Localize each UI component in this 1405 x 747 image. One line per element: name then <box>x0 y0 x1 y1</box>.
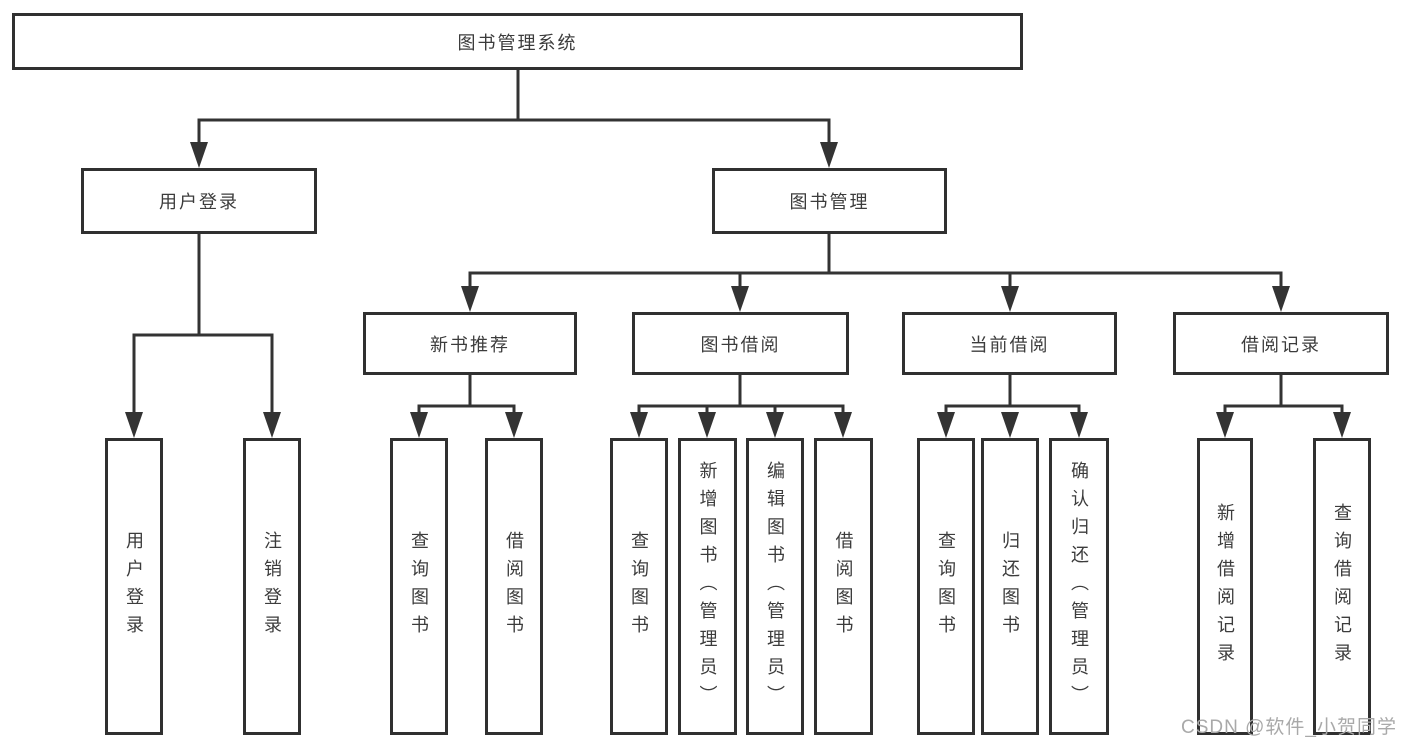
node-library-system: 图书管理系统 <box>12 13 1023 70</box>
node-label: 借阅图书 <box>504 530 524 643</box>
node-label: 图书管理系统 <box>457 32 578 53</box>
connector-root-to-level1 <box>197 68 831 150</box>
node-label: 归还图书 <box>1000 530 1020 643</box>
node-label: 借阅图书 <box>833 530 854 643</box>
leaf-add-borrow-record: 新增借阅记录 <box>1197 438 1253 735</box>
leaf-query-books-1: 查询图书 <box>390 438 448 735</box>
leaf-confirm-return-admin: 确认归还（管理员） <box>1049 438 1109 735</box>
arrowheads <box>125 142 1351 438</box>
node-label: 用户登录 <box>124 530 144 643</box>
node-current-borrowing: 当前借阅 <box>902 312 1117 375</box>
node-label: 查询图书 <box>629 530 649 643</box>
node-label: 当前借阅 <box>969 334 1050 355</box>
leaf-logout: 注销登录 <box>243 438 301 735</box>
leaf-query-books-2: 查询图书 <box>610 438 668 735</box>
leaf-query-books-3: 查询图书 <box>917 438 975 735</box>
node-label: 查询借阅记录 <box>1332 502 1352 671</box>
node-book-borrowing: 图书借阅 <box>632 312 849 375</box>
connector-book-mgmt-to-level2 <box>468 232 1283 294</box>
leaf-query-borrow-record: 查询借阅记录 <box>1313 438 1371 735</box>
node-user-login: 用户登录 <box>81 168 317 234</box>
leaf-return-books: 归还图书 <box>981 438 1039 735</box>
node-new-book-recommend: 新书推荐 <box>363 312 577 375</box>
node-label: 借阅记录 <box>1241 334 1321 355</box>
leaf-edit-books-admin: 编辑图书（管理员） <box>746 438 804 735</box>
node-label: 新增图书（管理员） <box>697 460 718 713</box>
node-borrow-records: 借阅记录 <box>1173 312 1389 375</box>
connector-new-books-to-leaves <box>417 373 516 420</box>
node-label: 编辑图书（管理员） <box>765 460 785 713</box>
node-label: 图书管理 <box>789 192 870 212</box>
node-label: 查询图书 <box>936 530 956 643</box>
node-label: 注销登录 <box>262 530 282 643</box>
node-label: 用户登录 <box>159 192 239 212</box>
csdn-watermark: CSDN @软件_小贺同学 <box>1181 717 1397 738</box>
leaf-user-login: 用户登录 <box>105 438 163 735</box>
node-book-management: 图书管理 <box>712 168 947 234</box>
connector-current-borrow-to-leaves <box>944 373 1081 420</box>
node-label: 确认归还（管理员） <box>1069 460 1089 713</box>
connector-borrow-records-to-leaves <box>1223 373 1344 420</box>
node-label: 图书借阅 <box>700 334 781 355</box>
leaf-borrow-books-1: 借阅图书 <box>485 438 543 735</box>
connector-user-login-to-leaves <box>132 232 274 420</box>
leaf-add-books-admin: 新增图书（管理员） <box>678 438 737 735</box>
node-label: 查询图书 <box>409 530 429 643</box>
node-label: 新增借阅记录 <box>1215 502 1235 671</box>
connector-book-borrow-to-leaves <box>637 373 845 420</box>
node-label: 新书推荐 <box>430 334 510 355</box>
leaf-borrow-books-2: 借阅图书 <box>814 438 873 735</box>
